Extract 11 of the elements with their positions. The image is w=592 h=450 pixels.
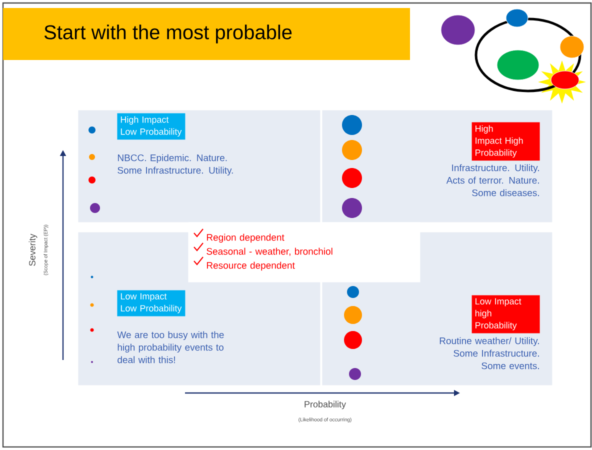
title-band: Start with the most probable xyxy=(3,8,410,60)
cycle-circle xyxy=(496,50,540,80)
cycle-circle xyxy=(440,14,476,46)
cycle-circle xyxy=(560,36,584,58)
axis-title: Severity xyxy=(28,234,38,266)
quadrant-panel: High Impact High Probability Infrastructure. Utility. Acts of terror. Nature. Some diseases. xyxy=(322,110,552,222)
cycle-circle xyxy=(506,8,528,28)
quadrant-panel: High Impact Low Probability NBCC. Epidemic. Nature. Some Infrastructure. Utility. xyxy=(78,110,320,222)
axis-title: Probability xyxy=(304,400,346,410)
checklist-box: Region dependent Seasonal - weather, bronchiol Resource dependent xyxy=(188,222,420,282)
cycle-circle xyxy=(550,70,580,90)
